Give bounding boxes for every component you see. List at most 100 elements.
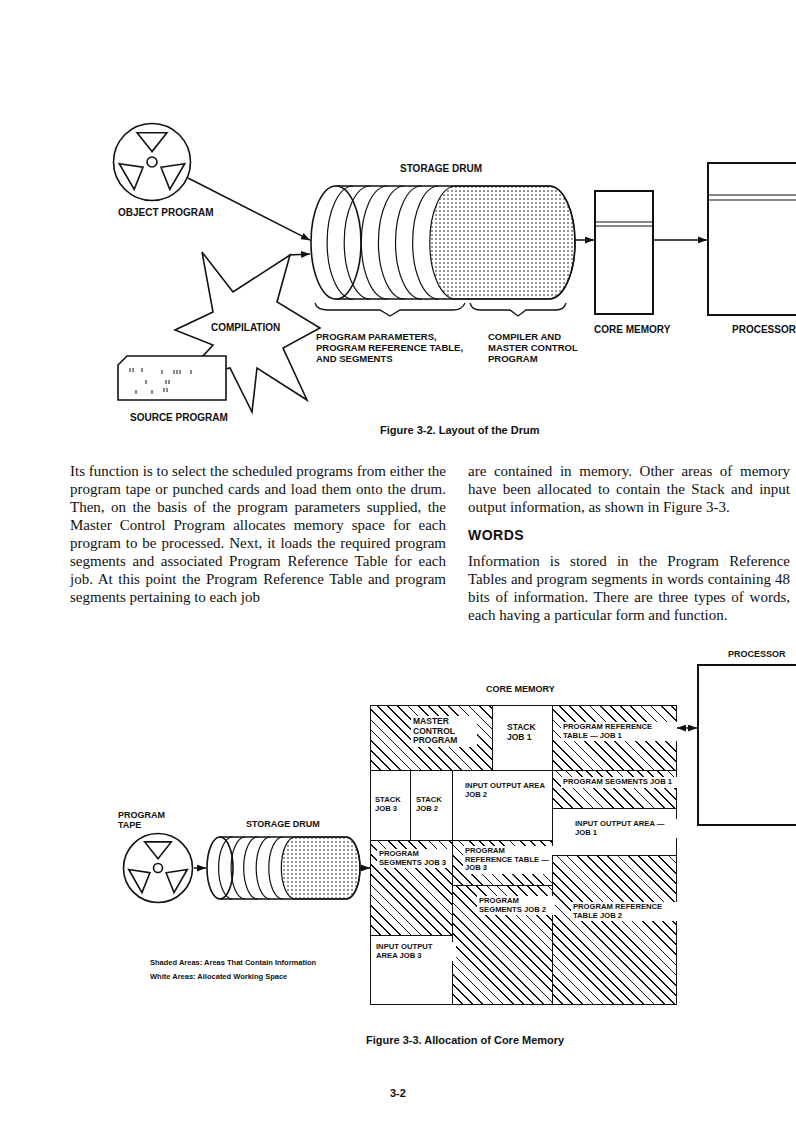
punched-card (118, 356, 226, 400)
memory-area: INPUT OUTPUT AREA JOB 2 (452, 770, 553, 841)
legend-note: White Areas: Allocated Working Space (150, 972, 287, 981)
node-label: PROCESSOR (732, 324, 796, 336)
drum-face (311, 186, 361, 299)
reel-rim (114, 124, 191, 201)
body-text: Information is stored in the Program Ref… (468, 552, 790, 624)
memory-area: PROGRAM REFERENCE TABLE — JOB 3 (452, 840, 553, 886)
connector-arrow (360, 867, 370, 869)
reel-window (166, 870, 187, 893)
core-memory-box-outline (594, 190, 654, 315)
drum-ring (231, 837, 245, 899)
node-label: STACK JOB 2 (414, 795, 456, 814)
memory-area: PROGRAM SEGMENTS JOB 1 (552, 770, 677, 809)
storage-drum: STORAGE DRUM (310, 185, 575, 300)
memory-area: PROGRAM REFERENCE TABLE JOB 2 (552, 855, 677, 1005)
page-number: 3-2 (390, 1087, 406, 1099)
reel-window (145, 842, 172, 859)
memory-area: PROGRAM SEGMENTS JOB 2 (452, 885, 553, 1005)
core-memory-map: CORE MEMORYMASTER CONTROL PROGRAMSTACK J… (370, 705, 677, 1005)
storage-drum-outline (310, 185, 575, 300)
drum-dotted (430, 186, 575, 299)
card-hole (169, 380, 170, 384)
reel-window (161, 164, 185, 190)
reel-hub (154, 864, 163, 873)
drum-face (207, 837, 233, 899)
card-hole (136, 390, 137, 394)
drum-ring (327, 186, 353, 299)
reel-window (119, 164, 143, 190)
connector-arrow (654, 239, 707, 241)
node-label: CORE MEMORY (486, 684, 555, 694)
card-hole (167, 388, 168, 392)
drum-ring (378, 186, 404, 299)
reel-hub (147, 157, 157, 167)
processor-box: PROCESSOR (697, 664, 796, 826)
connector-arrow (677, 727, 697, 729)
node-label: PROGRAM REFERENCE TABLE JOB 2 (571, 902, 677, 921)
drum-ring (256, 837, 270, 899)
drum-ring (396, 186, 422, 299)
body-text: Its function is to select the scheduled … (70, 462, 446, 606)
card-hole (133, 368, 134, 372)
source-card: SOURCE PROGRAM (118, 356, 226, 400)
drum-body (220, 837, 360, 899)
node-label: PROGRAM TAPE (118, 810, 166, 830)
node-label: STORAGE DRUM (400, 163, 482, 175)
connector-arrow (290, 253, 310, 255)
memory-area: STACK JOB 2 (410, 770, 453, 841)
box-outline (708, 163, 796, 315)
node-label: PROGRAM SEGMENTS JOB 2 (477, 896, 555, 915)
memory-area: STACK JOB 3 (370, 770, 411, 841)
drum-dotted (281, 837, 360, 899)
storage-drum-outline (206, 836, 360, 900)
node-label: PROGRAM SEGMENTS JOB 1 (561, 777, 677, 788)
storage-drum: STORAGE DRUM (206, 836, 360, 900)
node-label: CORE MEMORY (594, 324, 670, 336)
drum-body (336, 186, 575, 299)
bracket-label: PROGRAM PARAMETERS, PROGRAM REFERENCE TA… (316, 331, 476, 364)
tape-reel-outline (112, 122, 192, 202)
reel-window (129, 870, 150, 893)
drum-ring (269, 837, 283, 899)
figure-caption: Figure 3-2. Layout of the Drum (380, 424, 540, 436)
node-label: STORAGE DRUM (246, 819, 320, 829)
node-label: INPUT OUTPUT AREA JOB 2 (463, 781, 555, 800)
drum-ring (413, 186, 439, 299)
card-hole (130, 368, 131, 372)
tape-reel: PROGRAM TAPE (122, 832, 194, 904)
memory-area: INPUT OUTPUT AREA JOB 3 (370, 935, 453, 1005)
body-text: are contained in memory. Other areas of … (468, 462, 790, 516)
legend-note: Shaded Areas: Areas That Contain Informa… (150, 958, 316, 967)
node-label: PROGRAM REFERENCE TABLE — JOB 1 (561, 722, 677, 741)
section-heading: WORDS (468, 527, 524, 543)
node-label: COMPILATION (211, 322, 280, 334)
card-hole (142, 368, 143, 372)
box-outline (595, 191, 653, 314)
source-card-outline (118, 356, 226, 400)
node-label: STACK JOB 1 (505, 722, 551, 743)
bracket-label: COMPILER AND MASTER CONTROL PROGRAM (488, 331, 588, 364)
reel-rim (124, 834, 193, 903)
figure-caption: Figure 3-3. Allocation of Core Memory (366, 1034, 564, 1046)
bracket (470, 303, 566, 316)
node-label: PROGRAM SEGMENTS JOB 3 (377, 849, 453, 868)
card-hole (177, 370, 178, 374)
node-label: INPUT OUTPUT AREA JOB 3 (374, 942, 456, 961)
memory-area: STACK JOB 1 (492, 705, 553, 771)
connector-arrow (194, 867, 206, 869)
card-hole (164, 388, 165, 392)
drum-ring (361, 186, 387, 299)
node-label: SOURCE PROGRAM (130, 412, 228, 424)
memory-area: PROGRAM SEGMENTS JOB 3 (370, 840, 453, 936)
card-hole (191, 370, 192, 374)
processor-box: PROCESSOR (707, 162, 796, 316)
card-hole (174, 370, 175, 374)
processor-box-outline (707, 162, 796, 316)
drum-ring (344, 186, 370, 299)
tape-reel-outline (122, 832, 194, 904)
panel-line (594, 225, 654, 226)
memory-area: PROGRAM REFERENCE TABLE — JOB 1 (552, 705, 677, 771)
panel-line (594, 221, 654, 222)
memory-area: INPUT OUTPUT AREA — JOB 1 (552, 808, 677, 856)
